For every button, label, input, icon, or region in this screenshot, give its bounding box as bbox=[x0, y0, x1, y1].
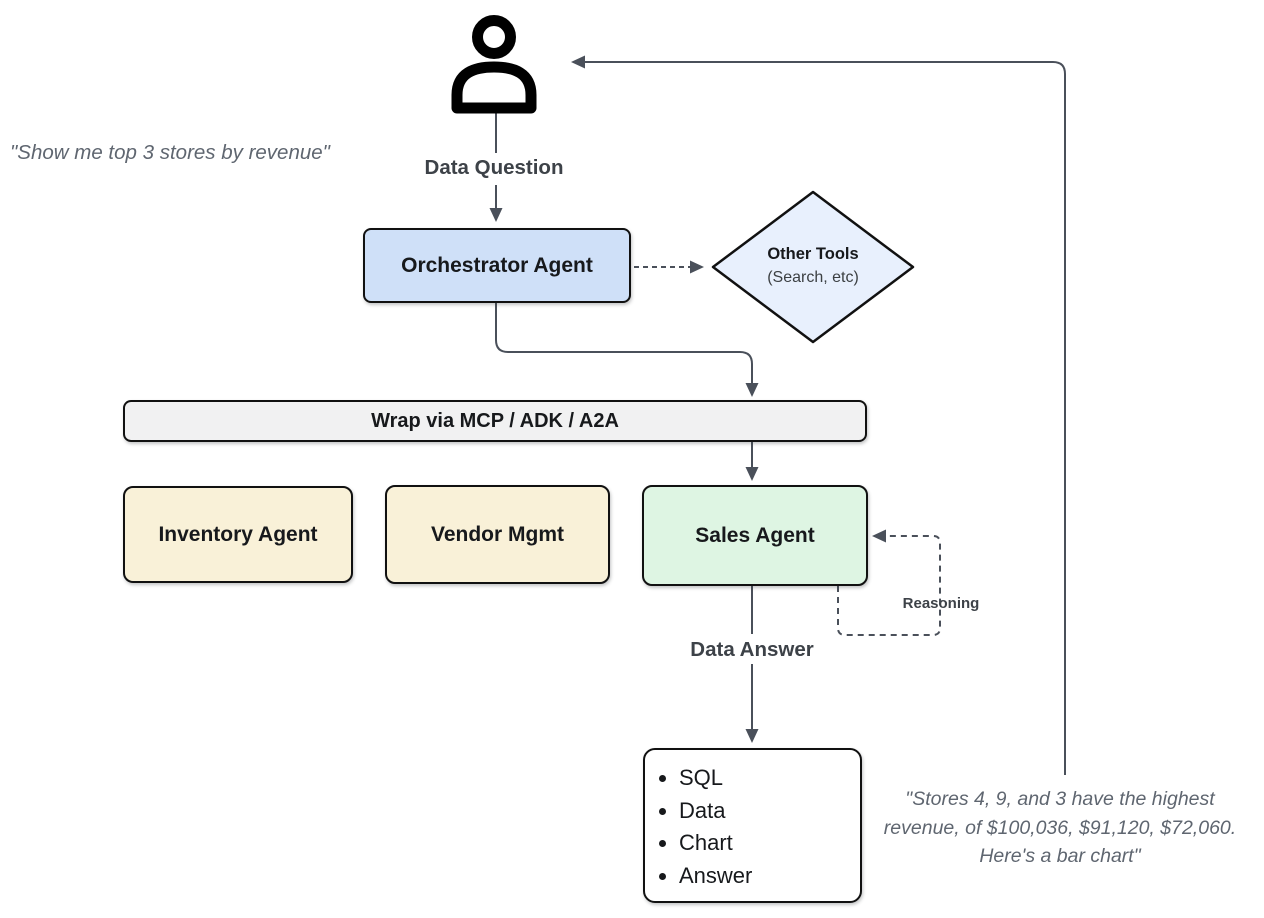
output-list-item: SQL bbox=[679, 762, 752, 795]
other-tools-diamond bbox=[711, 190, 915, 344]
wrap-protocol-label: Wrap via MCP / ADK / A2A bbox=[371, 409, 619, 432]
edge-feedback-to-user bbox=[571, 55, 1066, 775]
sales-agent-label: Sales Agent bbox=[695, 523, 815, 547]
wrap-protocol-bar: Wrap via MCP / ADK / A2A bbox=[123, 400, 867, 442]
result-quote-line: Here's a bar chart" bbox=[979, 845, 1141, 867]
orchestrator-agent-node: Orchestrator Agent bbox=[363, 228, 631, 303]
inventory-agent-node: Inventory Agent bbox=[123, 486, 353, 583]
edge-orchestrator-to-bar bbox=[495, 303, 759, 397]
result-quote-line: "Stores 4, 9, and 3 have the highest bbox=[905, 788, 1215, 810]
sales-agent-node: Sales Agent bbox=[642, 485, 868, 586]
output-list-item: Answer bbox=[679, 860, 752, 893]
data-question-label: Data Question bbox=[424, 156, 564, 179]
edge-sales-reasoning-loop bbox=[837, 529, 941, 636]
output-list-node: SQL Data Chart Answer bbox=[643, 748, 862, 903]
output-list-item: Data bbox=[679, 795, 752, 828]
vendor-mgmt-node: Vendor Mgmt bbox=[385, 485, 610, 584]
other-tools-title: Other Tools bbox=[767, 245, 859, 263]
inventory-agent-label: Inventory Agent bbox=[158, 522, 318, 546]
person-icon bbox=[451, 15, 537, 114]
orchestrator-agent-label: Orchestrator Agent bbox=[401, 253, 593, 277]
reasoning-label: Reasoning bbox=[902, 595, 980, 612]
data-answer-label: Data Answer bbox=[690, 638, 814, 661]
result-quote-line: revenue, of $100,036, $91,120, $72,060. bbox=[883, 816, 1237, 839]
output-list-item: Chart bbox=[679, 827, 752, 860]
result-quote: "Stores 4, 9, and 3 have the highest rev… bbox=[860, 785, 1260, 871]
output-list: SQL Data Chart Answer bbox=[645, 762, 752, 892]
other-tools-subtitle: (Search, etc) bbox=[767, 269, 859, 286]
vendor-mgmt-label: Vendor Mgmt bbox=[430, 522, 564, 546]
user-quote: "Show me top 3 stores by revenue" bbox=[10, 141, 330, 164]
other-tools-label: Other Tools (Search, etc) bbox=[713, 243, 913, 289]
